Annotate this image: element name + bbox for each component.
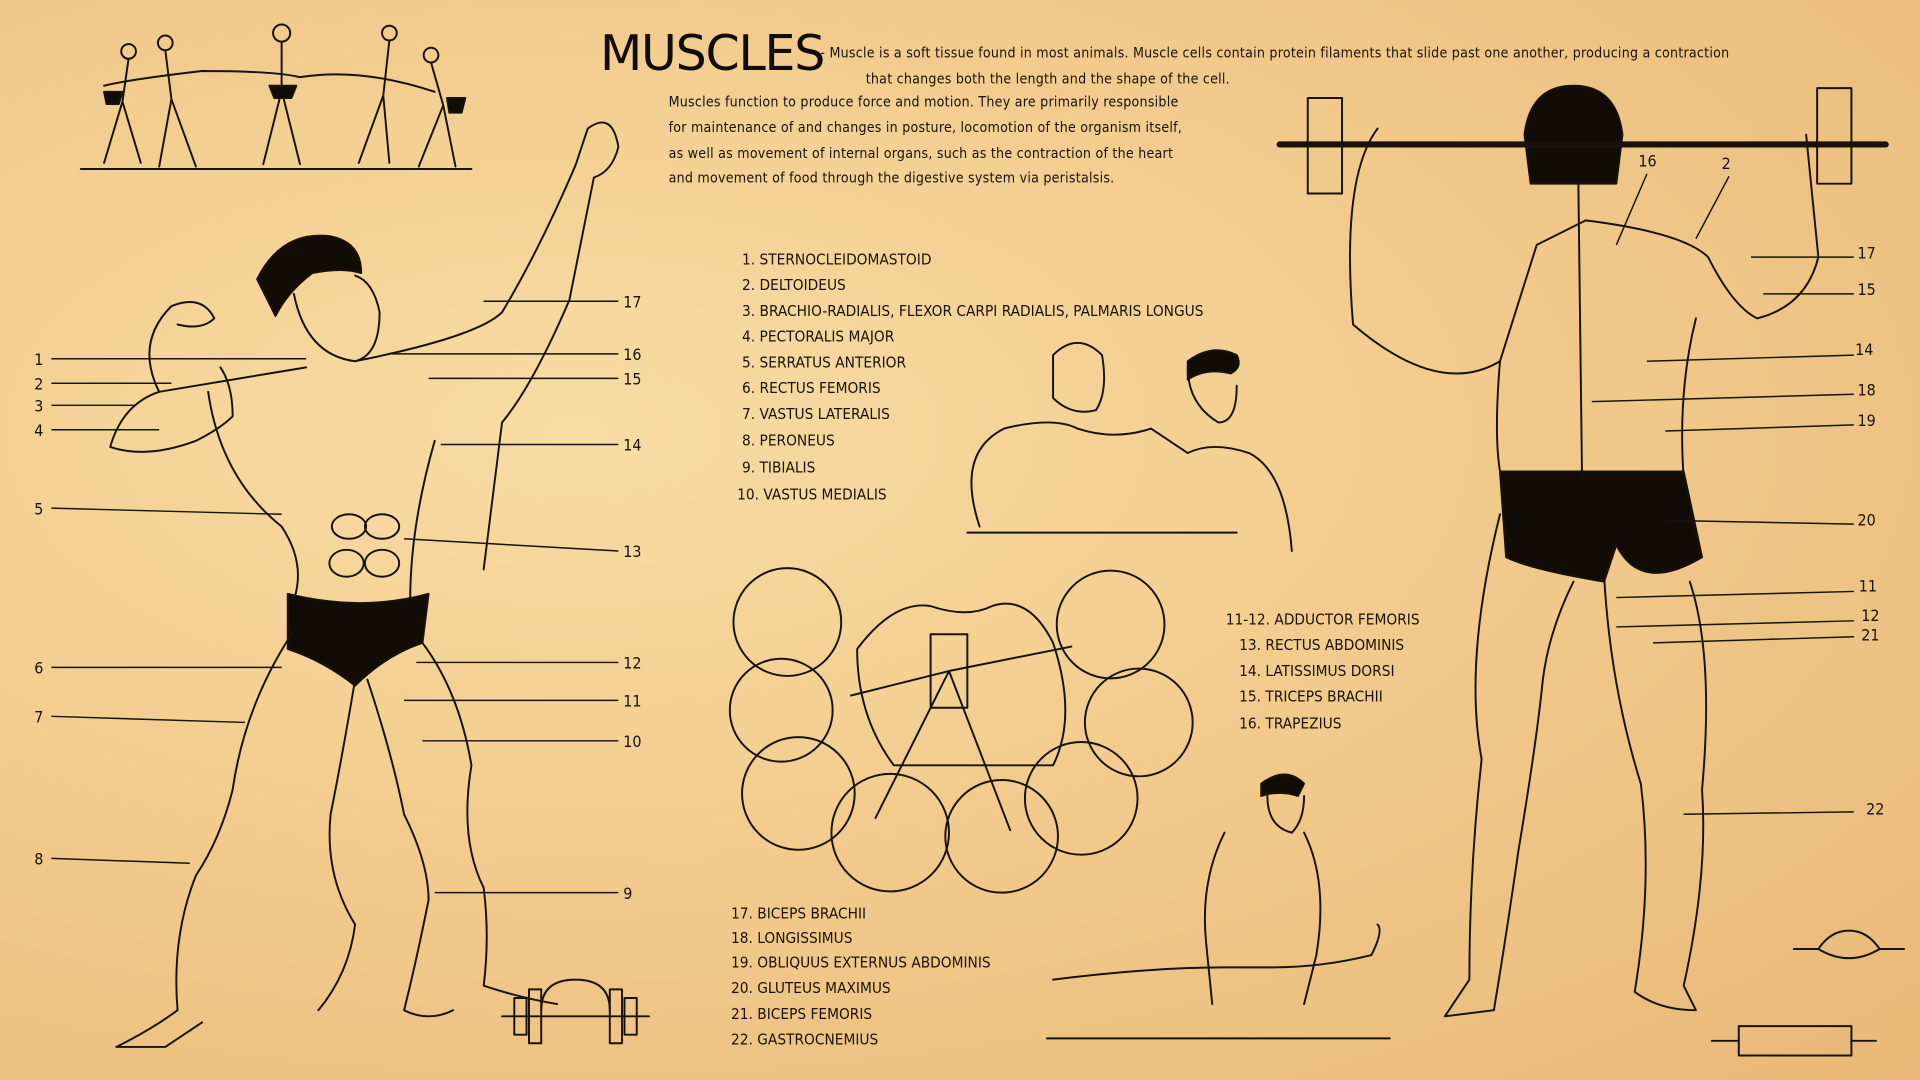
legend-item: 9. TIBIALIS — [742, 459, 815, 477]
legend-item: 20. GLUTEUS MAXIMUS — [731, 979, 891, 997]
label-number: 12 — [1861, 606, 1879, 625]
label-number: 18 — [1858, 381, 1876, 400]
bench-press-exercises-illustration — [728, 567, 1194, 894]
label-number: 14 — [1855, 340, 1873, 359]
legend-list-11-16: 11-12. ADDUCTOR FEMORIS 13. RECTUS ABDOM… — [1226, 610, 1420, 732]
back-muscle-figure — [1276, 84, 1889, 1018]
legend-list-17-22: 17. BICEPS BRACHII 18. LONGISSIMUS 19. O… — [731, 904, 991, 1048]
label-number: 13 — [623, 542, 641, 561]
label-number: 6 — [34, 658, 43, 677]
label-number: 5 — [34, 499, 43, 518]
legend-item: 10. VASTUS MEDIALIS — [737, 486, 887, 504]
legend-item: 4. PECTORALIS MAJOR — [742, 328, 895, 346]
front-leader-lines — [51, 300, 619, 894]
legend-item: 21. BICEPS FEMORIS — [731, 1005, 872, 1023]
label-number: 17 — [1858, 243, 1876, 262]
legend-item: 7. VASTUS LATERALIS — [742, 405, 890, 423]
legend-list-1-10: 1. STERNOCLEIDOMASTOID 2. DELTOIDEUS 3. … — [737, 250, 1203, 503]
label-number: 2 — [34, 374, 43, 393]
legend-item: 19. OBLIQUUS EXTERNUS ABDOMINIS — [731, 953, 991, 971]
label-number: 12 — [623, 654, 641, 673]
legend-item: 3. BRACHIO-RADIALIS, FLEXOR CARPI RADIAL… — [742, 302, 1203, 320]
legend-item: 15. TRICEPS BRACHII — [1239, 688, 1383, 706]
legend-item: 1. STERNOCLEIDOMASTOID — [742, 250, 931, 268]
label-number: 10 — [623, 732, 641, 751]
legend-item: 14. LATISSIMUS DORSI — [1239, 662, 1394, 680]
label-number: 16 — [1638, 152, 1656, 171]
legend-item: 16. TRAPEZIUS — [1239, 715, 1341, 733]
legend-item: 11-12. ADDUCTOR FEMORIS — [1226, 610, 1420, 628]
label-number: 2 — [1722, 154, 1731, 173]
label-number: 21 — [1861, 625, 1879, 644]
legend-item: 17. BICEPS BRACHII — [731, 904, 866, 922]
label-number: 15 — [1858, 280, 1876, 299]
label-number: 16 — [623, 345, 641, 364]
legend-item: 22. GASTROCNEMIUS — [731, 1030, 878, 1048]
legend-item: 18. LONGISSIMUS — [731, 929, 852, 947]
label-number: 22 — [1866, 799, 1884, 818]
label-number: 14 — [623, 436, 641, 455]
back-leader-lines — [1591, 173, 1854, 816]
label-number: 20 — [1858, 510, 1876, 529]
legend-item: 2. DELTOIDEUS — [742, 276, 846, 294]
small-weights-illustration — [1710, 929, 1906, 1057]
poster-title: MUSCLES — [600, 25, 824, 82]
intro-text: - Muscle is a soft tissue found in most … — [669, 46, 1730, 187]
label-number: 8 — [34, 849, 43, 868]
label-number: 11 — [1859, 576, 1877, 595]
label-number: 19 — [1858, 411, 1876, 430]
dumbbell-illustration — [501, 978, 650, 1045]
label-number: 1 — [34, 350, 43, 369]
back-number-labels: 16 2 17 15 14 18 19 20 11 12 21 22 — [1638, 152, 1884, 819]
legend-item: 8. PERONEUS — [742, 432, 835, 450]
intro-line: - Muscle is a soft tissue found in most … — [820, 46, 1729, 62]
tug-of-war-illustration — [79, 23, 473, 170]
front-muscle-figure — [109, 121, 620, 1048]
intro-line: Muscles function to produce force and mo… — [669, 95, 1179, 111]
legend-item: 6. RECTUS FEMORIS — [742, 379, 881, 397]
label-number: 11 — [623, 692, 641, 711]
label-number: 7 — [34, 707, 43, 726]
intro-line: for maintenance of and changes in postur… — [669, 120, 1183, 136]
intro-line: as well as movement of internal organs, … — [669, 146, 1174, 162]
partner-leg-lift-illustration — [1045, 773, 1391, 1040]
intro-line: and movement of food through the digesti… — [669, 170, 1115, 186]
legend-item: 5. SERRATUS ANTERIOR — [742, 353, 906, 371]
arm-wrestling-illustration — [966, 341, 1293, 552]
abdominals — [328, 513, 401, 578]
label-number: 15 — [623, 369, 641, 388]
intro-line: that changes both the length and the sha… — [866, 71, 1230, 87]
front-number-labels: 1 2 3 4 5 6 7 8 17 16 15 14 13 12 11 10 … — [34, 292, 641, 902]
label-number: 4 — [34, 421, 43, 440]
legend-item: 13. RECTUS ABDOMINIS — [1239, 636, 1404, 654]
label-number: 3 — [34, 396, 43, 415]
label-number: 9 — [623, 884, 632, 903]
label-number: 17 — [623, 292, 641, 311]
